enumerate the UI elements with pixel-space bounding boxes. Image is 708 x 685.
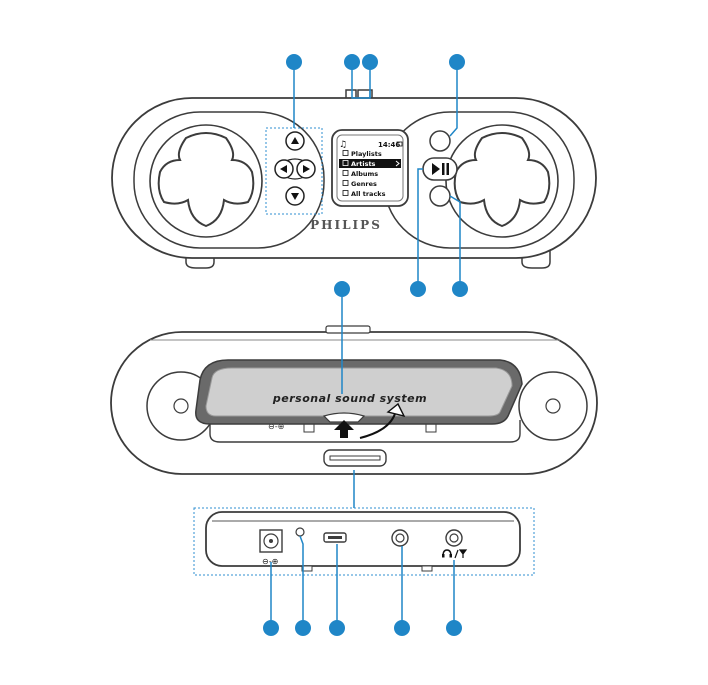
bottom-right-button[interactable] [430,186,450,206]
screen-menu-item: Artists [351,160,376,168]
screen-menu-item: All tracks [351,190,386,198]
music-note-icon: ♫ [339,140,347,150]
dc-power-icon: ⊖-⊕ [262,557,278,566]
callout-mid-2 [410,281,426,297]
callout-mid-3 [452,281,468,297]
top-view: ⊖-⊕ personal sound system [111,326,597,474]
callout-rear-2 [295,620,311,636]
brand-logo: PHILIPS [310,218,382,232]
top-right-button[interactable] [430,131,450,151]
callout-rear-3 [329,620,345,636]
callout-mid-1 [334,281,350,297]
reset-hole[interactable] [296,528,304,536]
callout-rear-5 [446,620,462,636]
screen-menu-item: Albums [351,170,378,178]
front-view: ♫ 14:46 PlaylistsArtistsAlbumsGenresAll … [112,90,596,268]
callout-rear-1 [263,620,279,636]
rear-panel [206,512,520,566]
callout-top-2 [344,54,360,70]
callout-top-4 [449,54,465,70]
callout-top-3 [362,54,378,70]
screen-menu-item: Genres [351,180,377,188]
callout-rear-4 [394,620,410,636]
lcd-display: ♫ 14:46 PlaylistsArtistsAlbumsGenresAll … [332,130,408,206]
screen-menu-item: Playlists [351,150,382,158]
rear-view: ⊖-⊕ [206,512,520,571]
callout-top-1 [286,54,302,70]
lid-slogan: personal sound system [272,392,427,405]
